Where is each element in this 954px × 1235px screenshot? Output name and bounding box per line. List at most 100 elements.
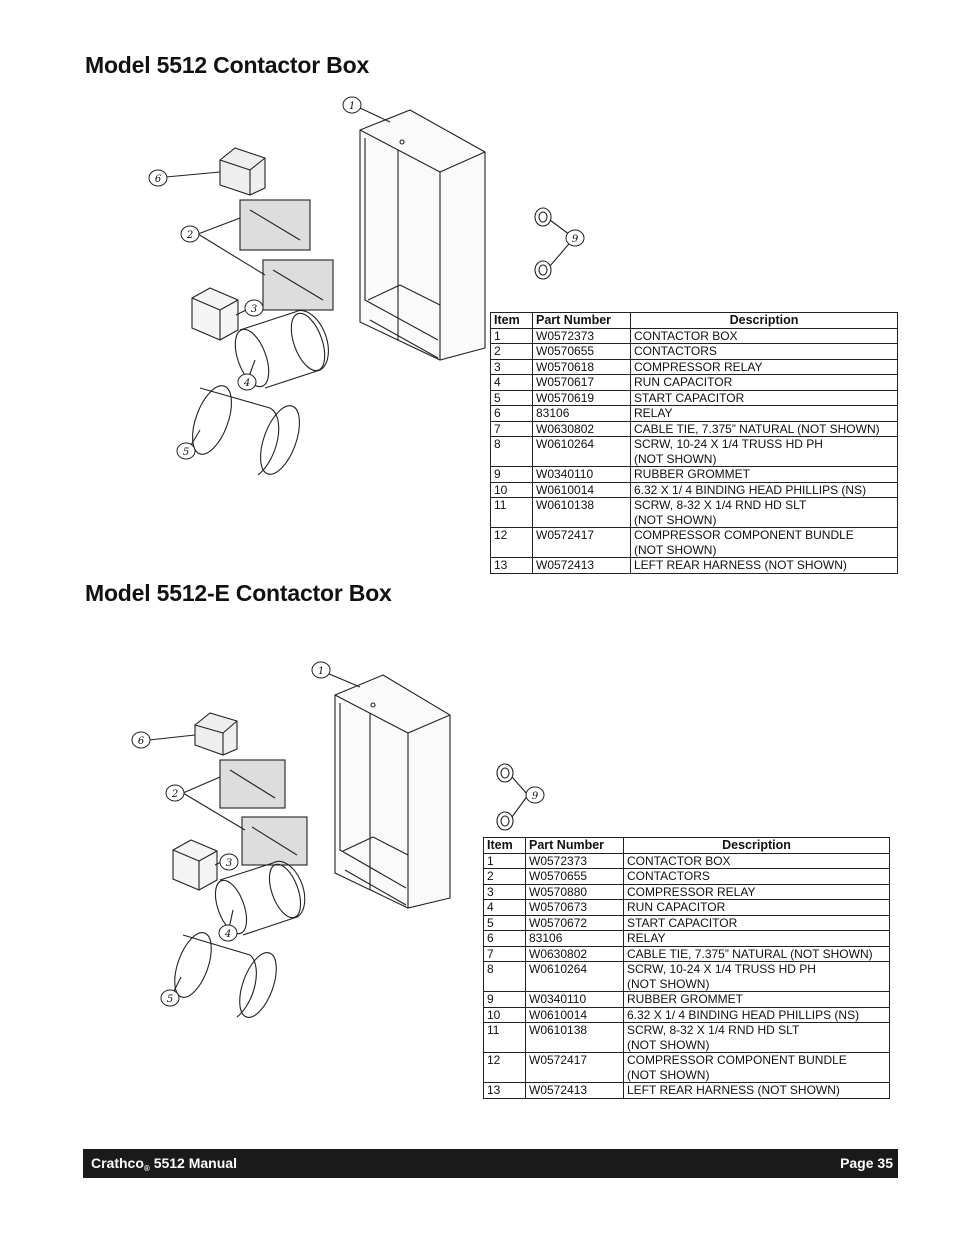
item-cell: 5 <box>490 389 533 406</box>
item-cell: 11 <box>490 497 533 528</box>
callout-4: 4 <box>224 929 231 940</box>
description-cell: RUBBER GROMMET <box>623 991 890 1008</box>
part-number-cell: 83106 <box>525 930 624 947</box>
callout-3: 3 <box>226 858 232 869</box>
item-cell: 12 <box>490 527 533 558</box>
item-cell: 9 <box>490 466 533 483</box>
part-number-cell: W0572413 <box>532 557 631 574</box>
item-cell: 10 <box>483 1006 526 1023</box>
callout-4: 4 <box>243 378 250 389</box>
description-cell: CONTACTORS <box>630 343 898 360</box>
table-header-row: Item Part Number Description <box>490 312 898 329</box>
description-cell: 6.32 X 1/ 4 BINDING HEAD PHILLIPS (NS) <box>630 481 898 498</box>
item-cell: 1 <box>483 852 526 869</box>
exploded-parts-diagram-5512: 1 6 2 3 4 5 9 <box>148 96 585 476</box>
part-number-cell: W0340110 <box>525 991 624 1008</box>
description-cell: RELAY <box>630 405 898 422</box>
callout-6: 6 <box>138 736 145 747</box>
description-cell: COMPRESSOR COMPONENT BUNDLE (NOT SHOWN) <box>630 527 898 558</box>
column-header-item: Item <box>490 312 533 329</box>
description-cell: COMPRESSOR RELAY <box>623 883 890 900</box>
description-cell: LEFT REAR HARNESS (NOT SHOWN) <box>623 1082 890 1099</box>
item-cell: 8 <box>490 436 533 467</box>
part-number-cell: W0610138 <box>525 1022 624 1053</box>
description-cell: RELAY <box>623 930 890 947</box>
part-number-cell: W0610264 <box>525 961 624 992</box>
callout-1: 1 <box>318 666 324 677</box>
part-number-cell: W0570617 <box>532 374 631 391</box>
part-number-cell: W0572417 <box>532 527 631 558</box>
description-cell: RUN CAPACITOR <box>623 899 890 916</box>
callout-5: 5 <box>167 994 173 1005</box>
description-cell: CONTACTOR BOX <box>623 852 890 869</box>
part-number-cell: W0610138 <box>532 497 631 528</box>
column-header-description: Description <box>623 837 890 854</box>
part-number-cell: W0570618 <box>532 358 631 375</box>
section-title-5512-e: Model 5512-E Contactor Box <box>85 580 392 606</box>
table-header-row: Item Part Number Description <box>483 837 890 854</box>
part-number-cell: W0630802 <box>532 420 631 437</box>
part-number-cell: W0572417 <box>525 1052 624 1083</box>
item-cell: 6 <box>490 405 533 422</box>
callout-5: 5 <box>183 447 189 458</box>
item-cell: 12 <box>483 1052 526 1083</box>
callout-3: 3 <box>251 304 257 315</box>
description-cell: COMPRESSOR RELAY <box>630 358 898 375</box>
part-number-cell: W0630802 <box>525 945 624 962</box>
description-cell: SCRW, 8-32 X 1/4 RND HD SLT (NOT SHOWN) <box>630 497 898 528</box>
description-cell: 6.32 X 1/ 4 BINDING HEAD PHILLIPS (NS) <box>623 1006 890 1023</box>
part-number-cell: W0570619 <box>532 389 631 406</box>
part-number-cell: W0572373 <box>532 327 631 344</box>
description-cell: CABLE TIE, 7.375” NATURAL (NOT SHOWN) <box>623 945 890 962</box>
description-cell: RUBBER GROMMET <box>630 466 898 483</box>
callout-1: 1 <box>349 101 355 112</box>
description-cell: LEFT REAR HARNESS (NOT SHOWN) <box>630 557 898 574</box>
callout-2: 2 <box>186 230 193 241</box>
callout-6: 6 <box>155 174 162 185</box>
description-cell: SCRW, 10-24 X 1/4 TRUSS HD PH (NOT SHOWN… <box>623 961 890 992</box>
column-header-part-number: Part Number <box>525 837 624 854</box>
description-cell: CONTACTOR BOX <box>630 327 898 344</box>
item-cell: 7 <box>490 420 533 437</box>
column-header-item: Item <box>483 837 526 854</box>
item-cell: 3 <box>490 358 533 375</box>
part-number-cell: W0610014 <box>532 481 631 498</box>
description-cell: SCRW, 8-32 X 1/4 RND HD SLT (NOT SHOWN) <box>623 1022 890 1053</box>
item-cell: 9 <box>483 991 526 1008</box>
part-number-cell: W0610264 <box>532 436 631 467</box>
exploded-parts-diagram-5512-e: 1 6 2 3 4 5 9 <box>131 661 545 1018</box>
description-cell: COMPRESSOR COMPONENT BUNDLE (NOT SHOWN) <box>623 1052 890 1083</box>
registered-mark: ® <box>143 1164 150 1173</box>
item-cell: 8 <box>483 961 526 992</box>
footer-manual-title: Crathco® 5512 Manual <box>91 1155 237 1173</box>
item-cell: 4 <box>483 899 526 916</box>
part-number-cell: W0570880 <box>525 883 624 900</box>
page-footer: Crathco® 5512 Manual Page 35 <box>83 1149 898 1178</box>
description-cell: CONTACTORS <box>623 868 890 885</box>
part-number-cell: W0570672 <box>525 914 624 931</box>
item-cell: 2 <box>483 868 526 885</box>
part-number-cell: W0340110 <box>532 466 631 483</box>
